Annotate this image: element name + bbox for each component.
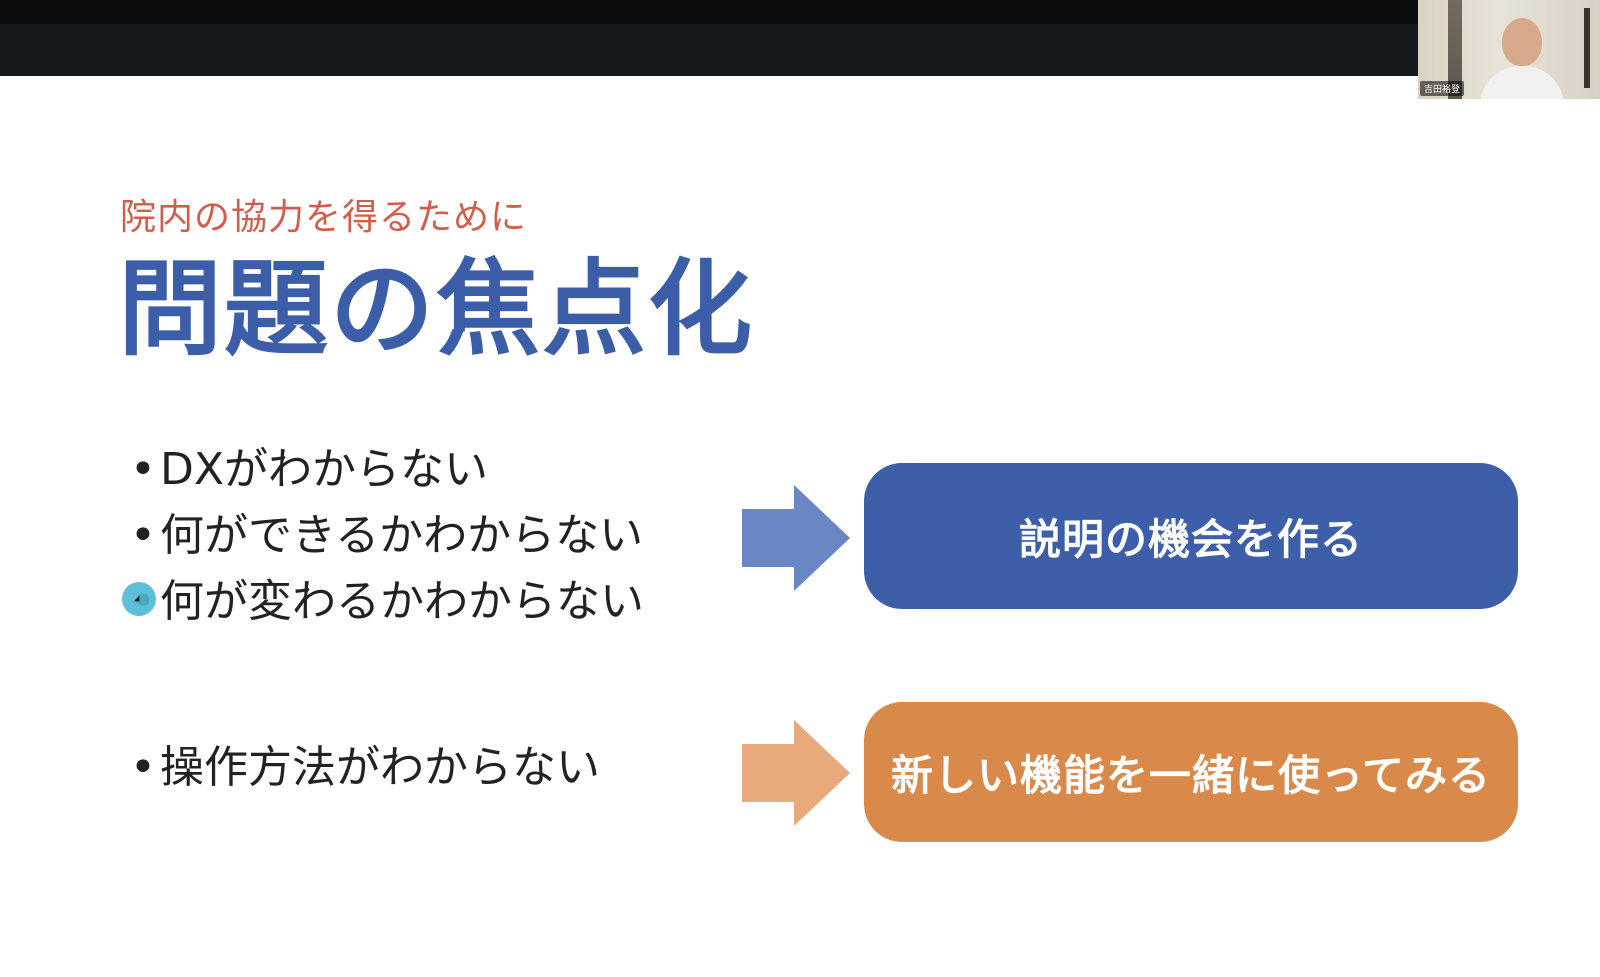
participant-video-tile[interactable]: 吉田裕登 — [1418, 0, 1600, 99]
cursor-highlight-icon — [122, 582, 156, 616]
bullet-text: 操作方法がわからない — [160, 742, 600, 793]
background-shelf — [1448, 0, 1462, 99]
mouse-pointer-icon — [133, 595, 143, 605]
solution-box-label: 新しい機能を一緒に使ってみる — [891, 750, 1491, 800]
bullet-item: •操作方法がわからない — [130, 742, 600, 795]
solution-box-label: 説明の機会を作る — [1018, 514, 1363, 564]
bullet-item: •何が変わるかわからない — [130, 576, 644, 629]
participant-name-label: 吉田裕登 — [1420, 81, 1465, 96]
bullet-item: •何ができるかわからない — [130, 510, 643, 563]
bullet-item: •DXがわからない — [130, 444, 488, 497]
bullet-text: 何が変わるかわからない — [160, 576, 644, 627]
bullet-dot: • — [130, 742, 156, 793]
slide-title: 問題の焦点化 — [118, 248, 755, 370]
participant-avatar — [1476, 12, 1566, 99]
solution-box-try-together: 新しい機能を一緒に使ってみる — [864, 702, 1518, 842]
participant-body — [1480, 66, 1564, 99]
background-lamp — [1584, 8, 1590, 88]
arrow-right-icon — [742, 485, 850, 591]
meeting-top-bar — [0, 0, 1600, 76]
bullet-dot: • — [130, 444, 156, 495]
arrow-right-icon — [742, 720, 850, 826]
bullet-dot: • — [130, 510, 156, 561]
solution-box-explanation: 説明の機会を作る — [864, 463, 1518, 609]
participant-head — [1502, 18, 1542, 66]
bullet-text: DXがわからない — [160, 444, 489, 495]
bullet-text: 何ができるかわからない — [160, 510, 644, 561]
slide-subtitle: 院内の協力を得るために — [120, 197, 528, 238]
